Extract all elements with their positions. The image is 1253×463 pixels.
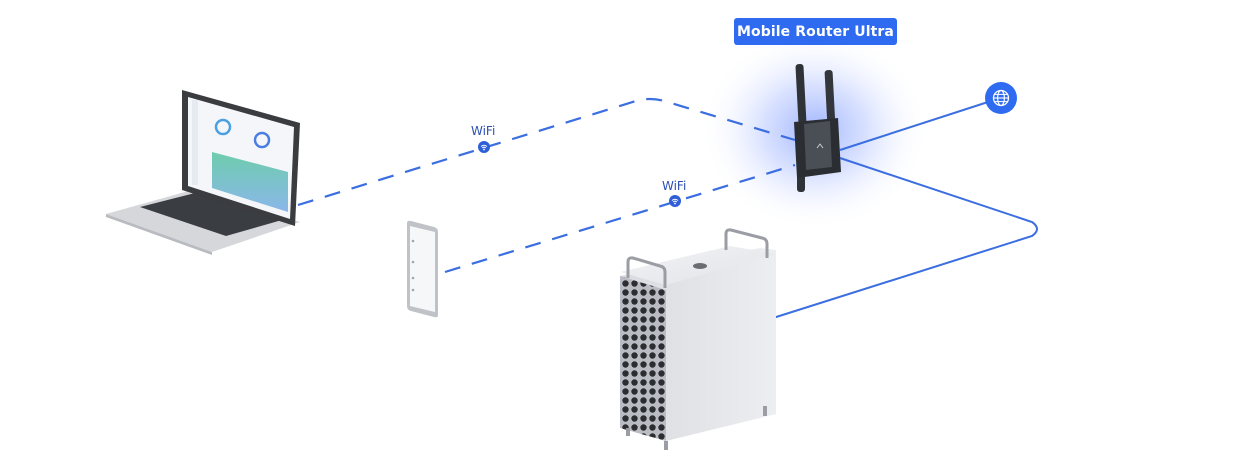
wired-link-internet	[839, 101, 989, 151]
wifi-icon	[669, 195, 681, 207]
server-device	[620, 228, 776, 450]
wifi-link-phone	[444, 163, 796, 274]
wifi-label-laptop: WiFi	[471, 124, 496, 138]
wired-link-server	[772, 157, 1038, 319]
wifi-icon	[478, 141, 490, 153]
wifi-link-laptop	[297, 97, 796, 207]
globe-icon	[985, 82, 1017, 114]
router-device	[794, 63, 841, 192]
laptop-device	[106, 90, 300, 255]
router-label: Mobile Router Ultra	[734, 18, 897, 45]
wifi-label-phone: WiFi	[662, 179, 687, 193]
phone-device	[407, 220, 438, 318]
